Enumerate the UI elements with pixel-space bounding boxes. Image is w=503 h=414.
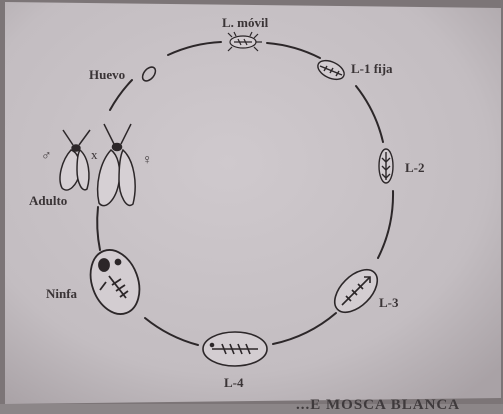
female-symbol: ♀ xyxy=(142,153,153,168)
l1-larva-drawing xyxy=(317,59,345,81)
egg-drawing xyxy=(141,66,157,82)
cycle-circle xyxy=(96,41,395,346)
label-adulto: Adulto xyxy=(29,193,68,208)
l3-larva-drawing xyxy=(333,268,379,314)
table-edge xyxy=(0,404,503,414)
male-symbol: ♂ xyxy=(41,149,52,164)
figure-caption: ...E MOSCA BLANCA xyxy=(296,397,461,413)
label-l3: L-3 xyxy=(379,295,399,310)
cross-symbol: x xyxy=(91,147,98,162)
label-l1-fija: L-1 fija xyxy=(351,61,393,76)
label-ninfa: Ninfa xyxy=(46,286,78,301)
nymph-drawing xyxy=(89,249,141,315)
l2-larva-drawing xyxy=(378,148,394,184)
l4-larva-drawing xyxy=(202,331,268,367)
label-l-movil: L. móvil xyxy=(222,15,269,30)
label-l4: L-4 xyxy=(224,375,244,390)
mobile-larva-drawing xyxy=(227,31,262,52)
label-l2: L-2 xyxy=(405,160,425,175)
label-huevo: Huevo xyxy=(89,67,126,82)
adult-whiteflies-drawing xyxy=(59,123,136,207)
